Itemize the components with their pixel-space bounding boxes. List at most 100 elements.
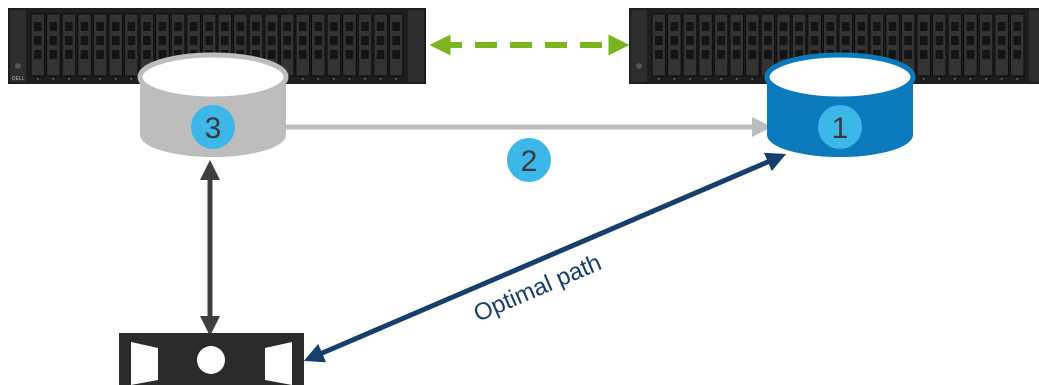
drive-vent [65,50,73,59]
drive-vent [842,22,850,31]
svg-text:2: 2 [521,145,538,178]
drive-vent [376,22,385,31]
drive-led-icon [364,78,367,80]
drive-vent [966,36,975,45]
drive-vent [392,50,400,59]
drive-led-icon [301,78,304,80]
drive-vent [49,50,58,59]
drive-vent [997,22,1006,31]
drive-vent [935,50,944,59]
drive-led-icon [969,78,972,80]
drive-vent [951,22,959,31]
drive-vent [997,50,1006,59]
drive-vent [888,36,897,45]
drive-vent [34,50,42,59]
drive-vent [111,36,120,45]
drive-vent [189,36,198,45]
drive-led-icon [922,78,925,80]
drive-vent [686,50,694,59]
drive-vent [826,36,834,45]
drive-vent [873,22,881,31]
drive-led-icon [99,78,102,80]
drive-led-icon [688,78,691,80]
drive-led-icon [938,78,941,80]
drive-led-icon [67,78,70,80]
drive-vent [919,22,928,31]
drive-vent [919,36,928,45]
drive-vent [376,50,385,59]
drive-vent [298,50,307,59]
drive-vent [748,50,757,59]
drive-vent [842,36,850,45]
drive-led-icon [83,78,86,80]
drive-vent [670,22,679,31]
drive-vent [49,22,58,31]
drive-vent [701,22,710,31]
drive-vent [795,36,803,45]
drive-vent [732,50,741,59]
drive-vent [189,22,198,31]
drive-led-icon [317,78,320,80]
drive-vent [982,36,990,45]
drive-vent [997,36,1006,45]
drive-vent [982,50,990,59]
drive-vent [236,36,245,45]
drive-led-icon [953,78,956,80]
drive-vent [236,22,245,31]
drive-vent [361,50,369,59]
drive-vent [205,36,213,45]
drive-led-icon [1016,78,1019,80]
drive-vent [951,36,959,45]
drive-led-icon [735,78,738,80]
step-badge-3: 3 [191,105,235,149]
host-server-icon [119,333,304,385]
drive-led-icon [720,78,723,80]
drive-vent [779,50,788,59]
drive-led-icon [751,78,754,80]
drive-vent [127,36,136,45]
step-badge-1: 1 [818,105,862,149]
drive-vent [951,50,959,59]
drive-vent [65,36,73,45]
drive-vent [655,36,663,45]
drive-vent [267,50,276,59]
drive-vent [764,50,772,59]
drive-vent [221,22,229,31]
array-right-ear [408,10,424,82]
drive-vent [717,36,725,45]
drive-vent [34,36,42,45]
drive-vent [1013,22,1021,31]
drive-vent [701,36,710,45]
drive-vent [810,22,819,31]
drive-vent [80,36,89,45]
drive-vent [49,36,58,45]
drive-vent [904,36,912,45]
drive-vent [174,50,182,59]
drive-vent [96,36,104,45]
drive-vent [96,50,104,59]
drive-vent [392,22,400,31]
drive-vent [298,36,307,45]
drive-vent [795,22,803,31]
drive-vent [158,22,167,31]
drive-vent [670,50,679,59]
drive-vent [888,22,897,31]
drive-vent [345,22,354,31]
drive-vent [330,22,338,31]
drive-vent [111,22,120,31]
drive-vent [314,22,323,31]
drive-vent [283,22,291,31]
drive-vent [96,22,104,31]
drive-vent [127,22,136,31]
drive-vent [111,50,120,59]
drive-vent [65,22,73,31]
drive-vent [330,50,338,59]
drive-vent [174,22,182,31]
drive-vent [904,22,912,31]
drive-vent [888,50,897,59]
drive-led-icon [379,78,382,80]
drive-vent [982,22,990,31]
drive-vent [935,36,944,45]
drive-led-icon [130,78,133,80]
svg-text:1: 1 [832,112,849,145]
